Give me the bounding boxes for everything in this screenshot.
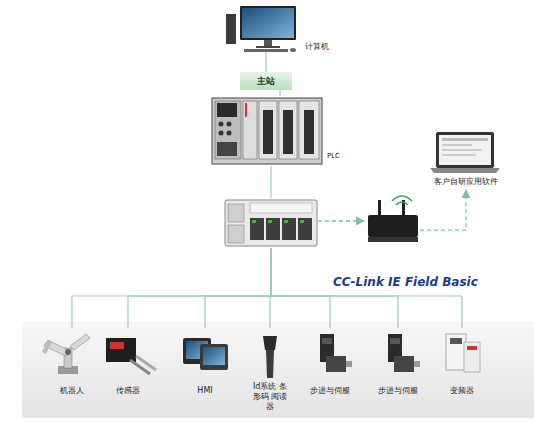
- servo-icon: [320, 334, 352, 372]
- hmi-icon: [183, 338, 228, 370]
- laptop-icon: [430, 132, 500, 173]
- robot-icon: [42, 334, 90, 374]
- device-node: 变频器: [434, 328, 490, 414]
- connector: [128, 248, 271, 328]
- node-label: HMI: [177, 386, 233, 396]
- node-label: 客户自研应用软件: [424, 177, 508, 187]
- gateway-icon: [225, 200, 317, 246]
- network-label: CC-Link IE Field Basic: [333, 275, 478, 289]
- connector: [205, 248, 271, 328]
- connector: [72, 248, 271, 328]
- master-station-band: 主站: [240, 72, 292, 90]
- laptop-node: 客户自研应用软件: [424, 128, 508, 190]
- barcode-reader-icon: [263, 336, 277, 378]
- node-label: 主站: [240, 76, 292, 87]
- servo-icon: [388, 334, 420, 372]
- node-label: Id系统 条形码 阅读器: [252, 382, 288, 412]
- plc-icon: [212, 98, 322, 164]
- device-node: Id系统 条形码 阅读器: [252, 328, 288, 414]
- connector: [420, 190, 466, 230]
- computer-icon: [226, 6, 296, 52]
- node-label: 变频器: [434, 386, 490, 396]
- device-node: 步进与伺服: [302, 328, 358, 414]
- device-node: HMI: [177, 328, 233, 414]
- connector: [318, 220, 364, 221]
- node-label: 传感器: [100, 386, 156, 396]
- node-label: PLC: [327, 152, 349, 161]
- connector: [265, 52, 266, 72]
- node-label: 计算机: [305, 42, 335, 52]
- sensor-icon: [106, 338, 156, 374]
- inverter-icon: [446, 334, 480, 372]
- device-node: 传感器: [100, 328, 156, 414]
- node-label: 机器人: [44, 386, 100, 396]
- node-label: 步进与伺服: [370, 386, 426, 396]
- plc-node: PLC: [210, 96, 350, 166]
- router-icon: [368, 196, 418, 242]
- device-node: 步进与伺服: [370, 328, 426, 414]
- device-band: [22, 322, 534, 418]
- router-node: [364, 198, 420, 244]
- connector: [279, 90, 280, 96]
- gateway-node: [224, 198, 318, 248]
- computer-node: 计算机: [230, 4, 334, 52]
- device-node: 机器人: [44, 328, 100, 414]
- connector: [271, 248, 330, 328]
- connector: [270, 166, 271, 198]
- node-label: 步进与伺服: [302, 386, 358, 396]
